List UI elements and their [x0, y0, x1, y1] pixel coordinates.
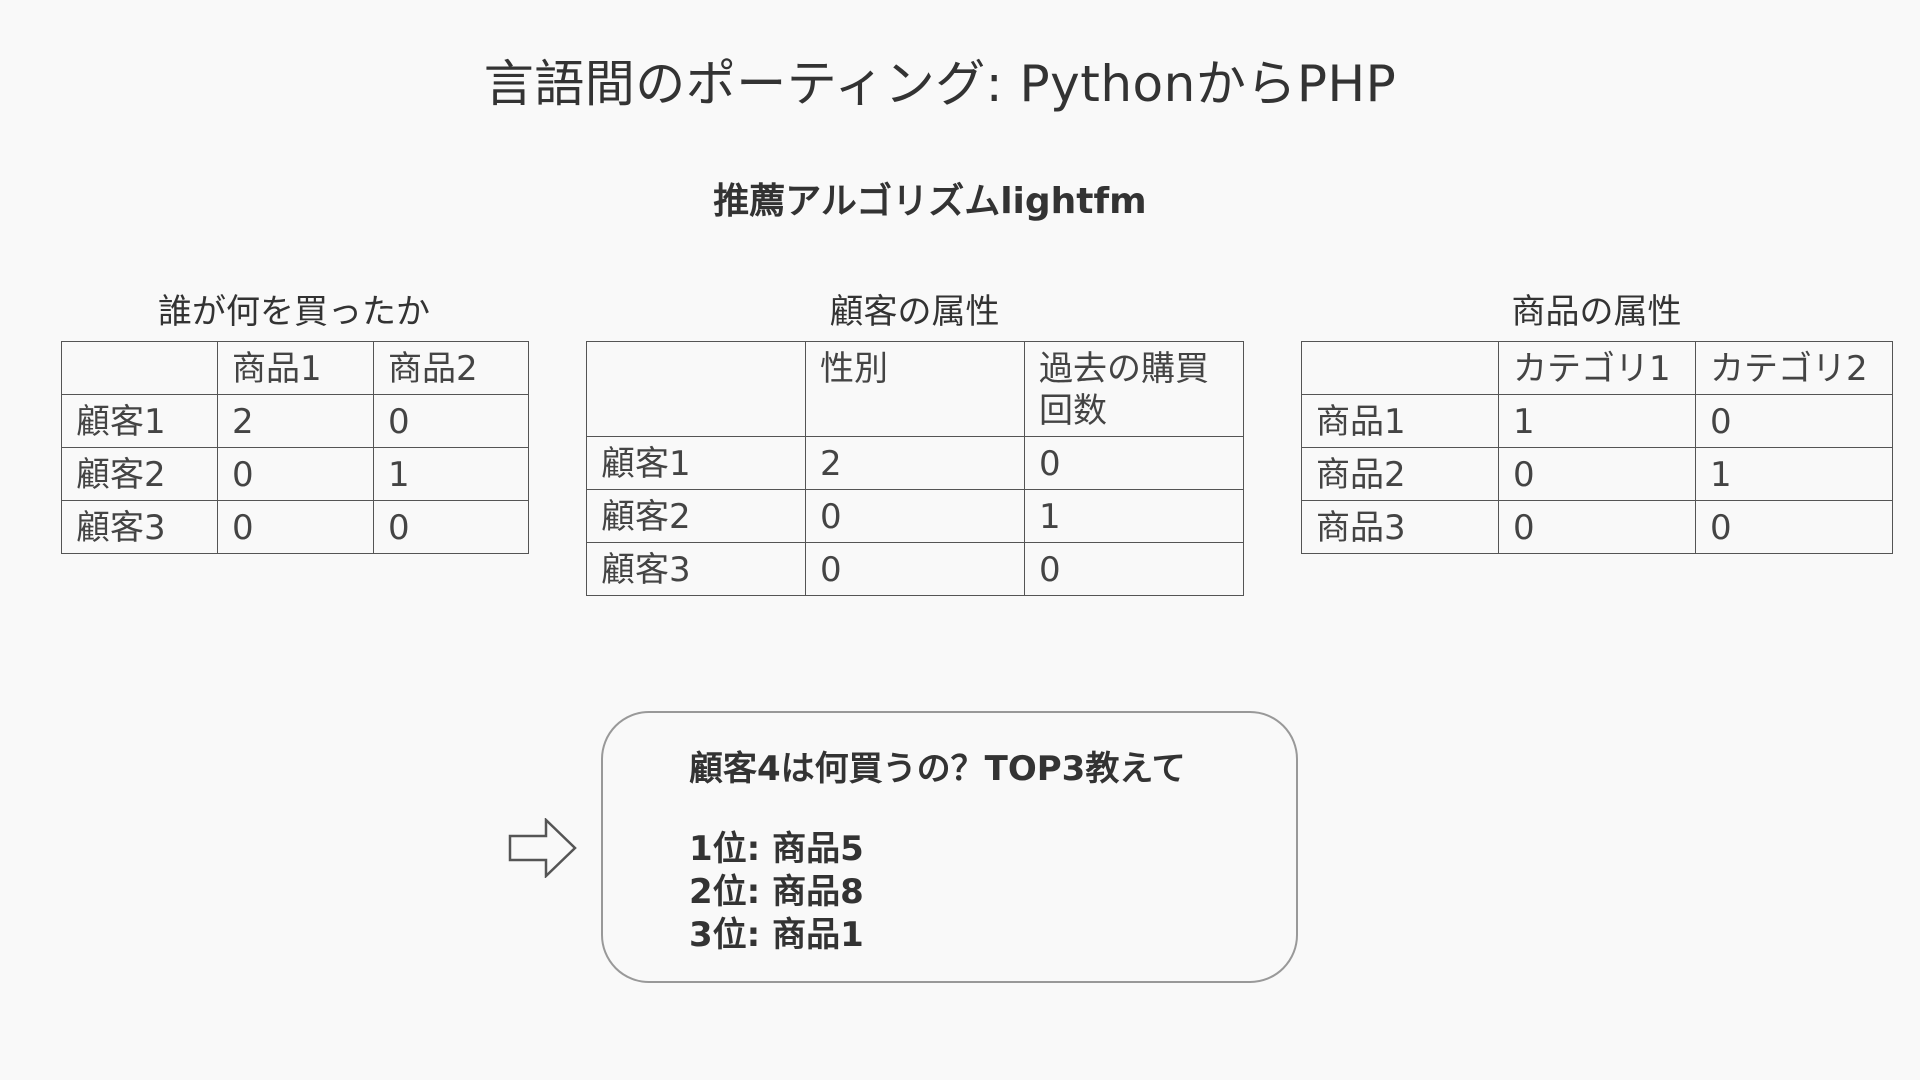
table-cell: 1	[1695, 447, 1893, 501]
answer-results-list: 1位: 商品5 2位: 商品8 3位: 商品1	[689, 828, 864, 957]
table-cell: 2	[805, 436, 1025, 490]
table-header-row: 性別 過去の購買回数	[586, 341, 1244, 437]
answer-question: 顧客4は何買うの？TOP3教えて	[689, 749, 1186, 789]
table-header-cell	[1301, 341, 1499, 395]
table-header-cell	[61, 341, 218, 395]
table-cell: 0	[1024, 542, 1244, 596]
section-title: 推薦アルゴリズムlightfm	[713, 181, 1147, 222]
table-row: 顧客1 2 0	[61, 394, 529, 448]
table-header-cell: 性別	[805, 341, 1025, 437]
table-cell: 0	[373, 500, 529, 554]
table-header-cell: カテゴリ2	[1695, 341, 1893, 395]
answer-result-item: 1位: 商品5	[689, 829, 864, 869]
table-cell: 2	[217, 394, 374, 448]
table-caption-product-attributes: 商品の属性	[1511, 292, 1682, 332]
table-cell: 顧客1	[586, 436, 806, 490]
table-cell: 0	[1695, 394, 1893, 448]
table-caption-customer-attributes: 顧客の属性	[829, 292, 1000, 332]
table-cell: 商品3	[1301, 500, 1499, 554]
table-row: 顧客1 2 0	[586, 436, 1244, 490]
table-cell: 0	[217, 500, 374, 554]
table-cell: 0	[1498, 500, 1696, 554]
table-cell: 0	[805, 542, 1025, 596]
table-cell: 0	[1695, 500, 1893, 554]
table-caption-purchases: 誰が何を買ったか	[158, 292, 430, 332]
table-header-cell: カテゴリ1	[1498, 341, 1696, 395]
table-row: 顧客3 0 0	[61, 500, 529, 554]
right-arrow-outline-icon	[508, 818, 577, 878]
table-cell: 顧客2	[586, 489, 806, 543]
table-row: 顧客2 0 1	[61, 447, 529, 501]
table-cell: 顧客3	[61, 500, 218, 554]
table-header-cell	[586, 341, 806, 437]
table-header-cell: 商品1	[217, 341, 374, 395]
table-cell: 顧客2	[61, 447, 218, 501]
table-cell: 0	[805, 489, 1025, 543]
table-header-row: カテゴリ1 カテゴリ2	[1301, 341, 1893, 395]
table-header-cell: 過去の購買回数	[1024, 341, 1244, 437]
table-row: 商品2 0 1	[1301, 447, 1893, 501]
table-cell: 0	[217, 447, 374, 501]
page-title: 言語間のポーティング: PythonからPHP	[483, 55, 1397, 113]
table-cell: 1	[1498, 394, 1696, 448]
table-cell: 0	[1024, 436, 1244, 490]
answer-result-item: 2位: 商品8	[689, 872, 864, 912]
table-header-cell: 商品2	[373, 341, 529, 395]
table-cell: 0	[373, 394, 529, 448]
table-row: 顧客3 0 0	[586, 542, 1244, 596]
table-row: 顧客2 0 1	[586, 489, 1244, 543]
table-cell: 商品1	[1301, 394, 1499, 448]
table-cell: 顧客1	[61, 394, 218, 448]
customer-attributes-table: 性別 過去の購買回数 顧客1 2 0 顧客2 0 1 顧客3 0 0	[586, 341, 1244, 596]
table-row: 商品3 0 0	[1301, 500, 1893, 554]
table-header-row: 商品1 商品2	[61, 341, 529, 395]
table-cell: 1	[1024, 489, 1244, 543]
table-cell: 1	[373, 447, 529, 501]
product-attributes-table: カテゴリ1 カテゴリ2 商品1 1 0 商品2 0 1 商品3 0 0	[1301, 341, 1893, 554]
purchases-table: 商品1 商品2 顧客1 2 0 顧客2 0 1 顧客3 0 0	[61, 341, 529, 554]
table-cell: 0	[1498, 447, 1696, 501]
answer-result-item: 3位: 商品1	[689, 915, 864, 955]
table-cell: 顧客3	[586, 542, 806, 596]
table-row: 商品1 1 0	[1301, 394, 1893, 448]
table-cell: 商品2	[1301, 447, 1499, 501]
recommendation-answer-box: 顧客4は何買うの？TOP3教えて 1位: 商品5 2位: 商品8 3位: 商品1	[601, 711, 1298, 983]
